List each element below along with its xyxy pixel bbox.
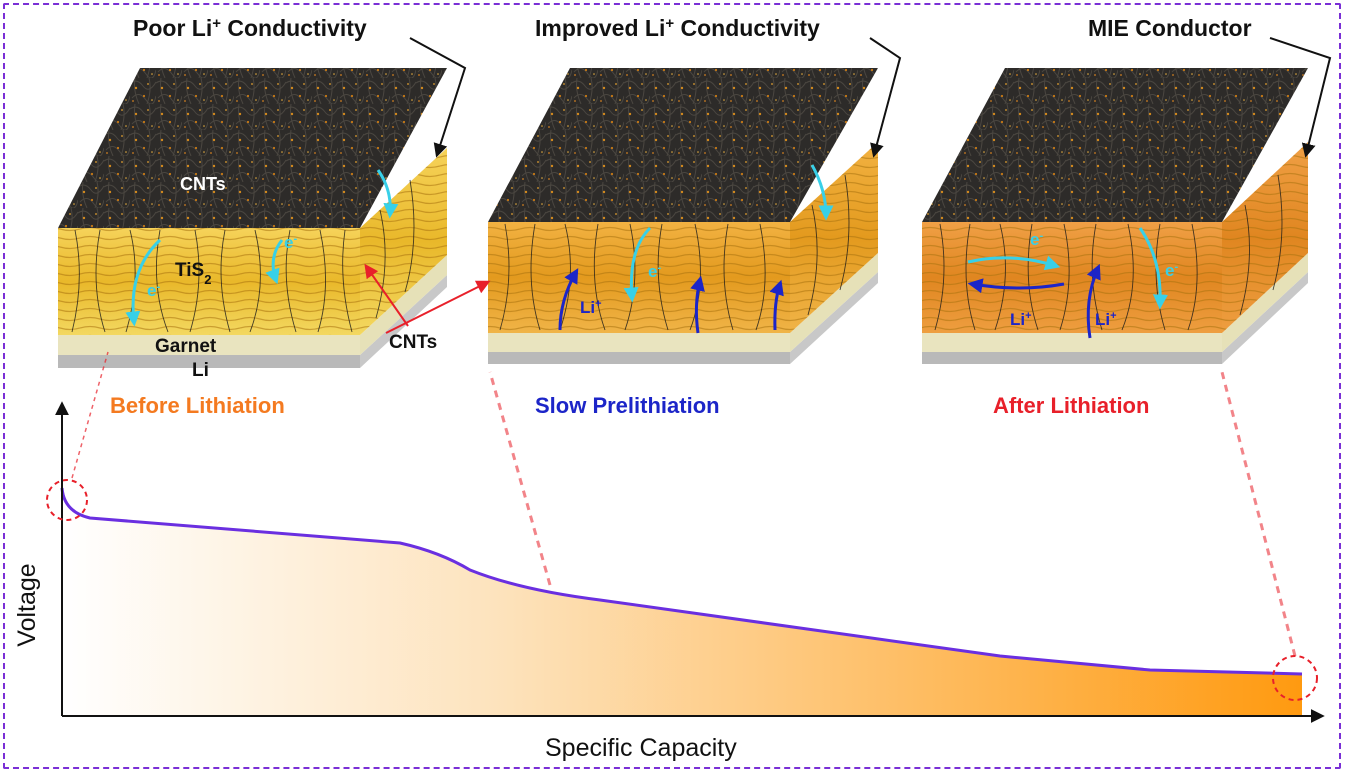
svg-text:e-: e- (648, 262, 661, 281)
stage-labels: Before Lithiation Slow Prelithiation Aft… (110, 393, 1149, 418)
cnts-top-label: CNTs (180, 174, 226, 194)
voltage-curve-chart: Specific Capacity Voltage (13, 351, 1325, 762)
svg-text:Li+: Li+ (1010, 310, 1032, 329)
stage-slow-prelithiation: Slow Prelithiation (535, 393, 720, 418)
capacity-fill-area (62, 488, 1302, 716)
li-metal-layer (58, 355, 360, 368)
panel-title-1: Poor Li+ Conductivity (133, 15, 367, 42)
y-axis-label: Voltage (13, 563, 41, 646)
li-ion-arrows (558, 263, 1101, 339)
stage-before-lithiation: Before Lithiation (110, 393, 285, 418)
svg-text:Li+: Li+ (580, 298, 602, 317)
start-marker-circle (46, 479, 88, 521)
panel-title-2: Improved Li+ Conductivity (535, 15, 820, 42)
svg-text:e-: e- (284, 233, 297, 252)
svg-text:Li+: Li+ (1095, 310, 1117, 329)
garnet-layer (58, 335, 360, 355)
svg-text:e-: e- (1030, 230, 1043, 249)
voltage-curve-line (60, 487, 1303, 676)
panel-slow-prelithiation (488, 68, 878, 364)
panel-after-lithiation (922, 68, 1308, 364)
tis2-label: TiS2 (175, 260, 211, 287)
svg-text:e-: e- (147, 281, 160, 300)
panel-titles: Poor Li+ Conductivity Improved Li+ Condu… (133, 15, 1252, 42)
layer-labels: CNTs TiS2 Garnet Li CNTs e- e- e- e- e- … (147, 174, 1178, 381)
cnt-callout-arrows (364, 263, 491, 334)
x-axis-label: Specific Capacity (545, 734, 737, 762)
stage-after-lithiation: After Lithiation (993, 393, 1149, 418)
garnet-label: Garnet (155, 336, 217, 357)
panel-title-3: MIE Conductor (1088, 15, 1252, 41)
title-pointer-arrows (409, 37, 1332, 158)
svg-text:e-: e- (1165, 261, 1178, 280)
dashed-frame (3, 3, 1341, 769)
electron-arrows (125, 164, 1168, 327)
li-metal-label: Li (192, 360, 209, 381)
cnts-callout-label: CNTs (389, 332, 437, 353)
cnt-top-surface (58, 68, 447, 228)
panel-before-lithiation (58, 68, 447, 368)
